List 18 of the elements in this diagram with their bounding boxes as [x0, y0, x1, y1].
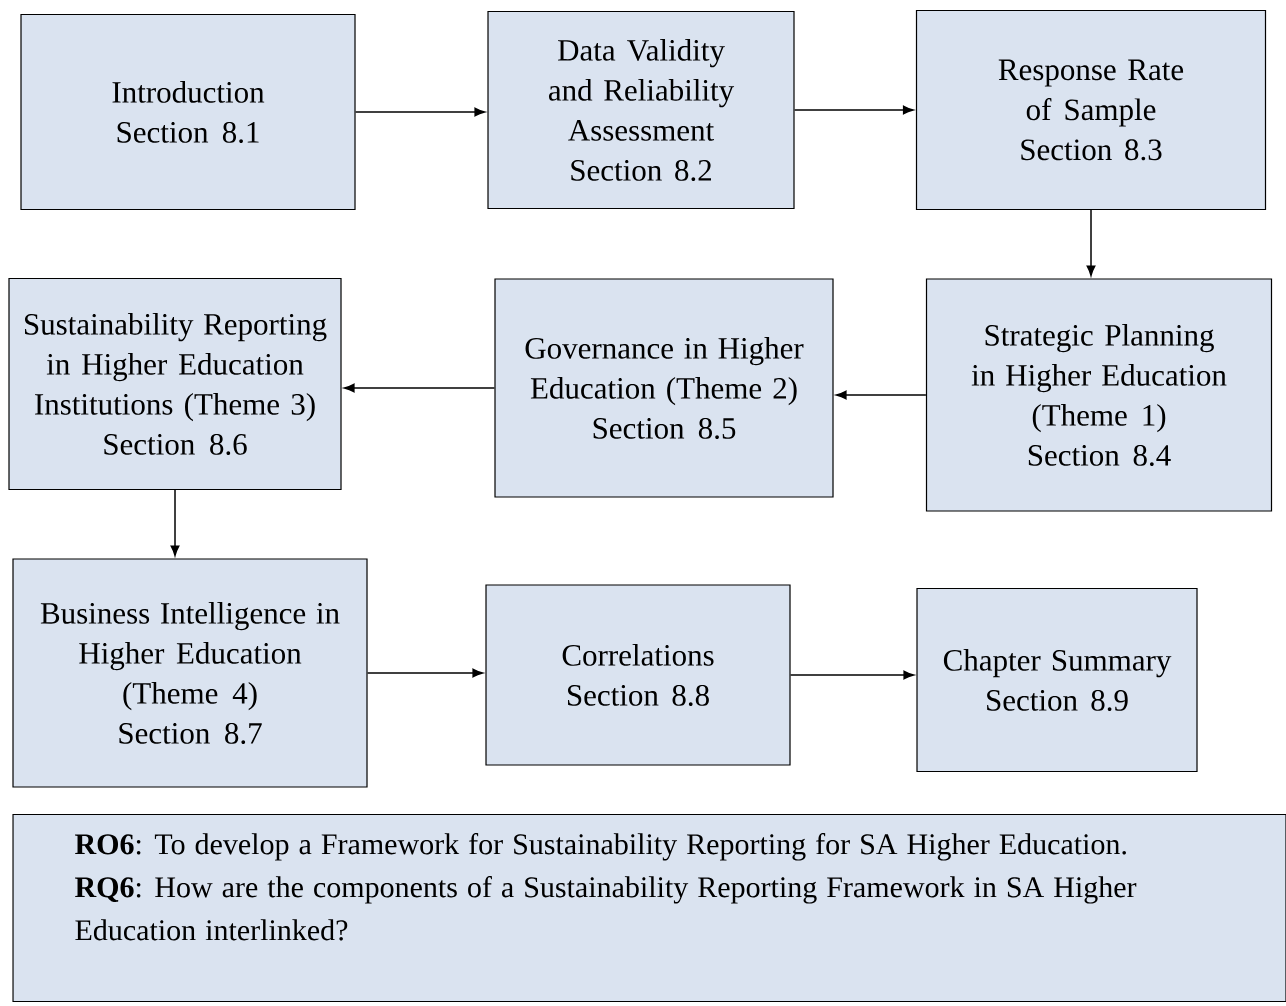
process-box: Sustainability Reporting in Higher Education Institutions (Theme 3) Section 8.6 [8, 277, 342, 491]
arrow [170, 489, 180, 557]
arrow [793, 105, 914, 115]
process-box: Data Validity and Reliability Assessment Section 8.2 [487, 10, 795, 210]
process-box: Correlations Section 8.8 [485, 584, 791, 766]
process-box: Response Rate of Sample Section 8.3 [915, 9, 1267, 211]
process-box: Business Intelligence in Higher Education (Theme 4) Section 8.7 [12, 558, 368, 788]
arrow [789, 670, 915, 680]
process-box: Introduction Section 8.1 [20, 13, 356, 211]
process-box: Governance in Higher Education (Theme 2) Section 8.5 [494, 278, 834, 498]
arrow [835, 390, 927, 400]
arrow [343, 383, 496, 393]
arrow [366, 668, 484, 678]
arrow [354, 107, 486, 117]
question-box: RO6: To develop a Framework for Sustainability Reporting for SA Higher Education. RQ6: How are the components of a Sustainability Reporting Framework in SA Higher Education interlinked? [12, 813, 1286, 1003]
process-box: Chapter Summary Section 8.9 [916, 587, 1198, 773]
arrow [1086, 209, 1096, 277]
process-box: Strategic Planning in Higher Education (Theme 1) Section 8.4 [925, 278, 1273, 512]
